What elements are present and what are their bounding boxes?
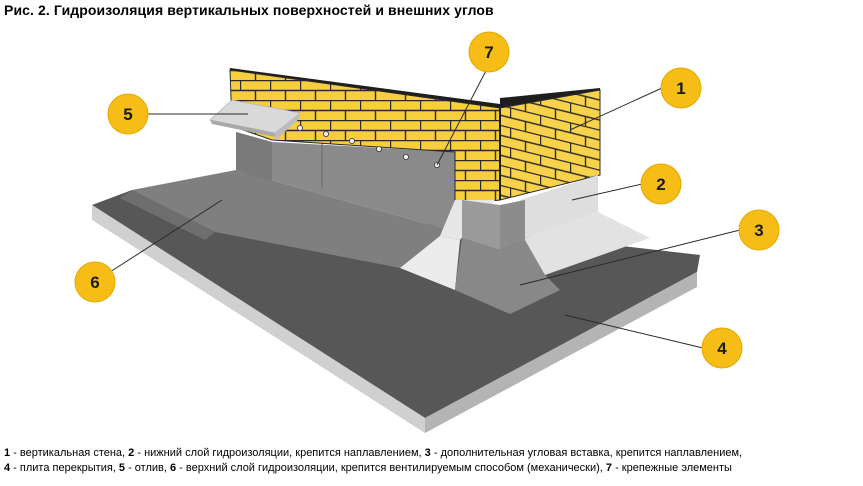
legend-item-6-num: 6 xyxy=(170,462,177,474)
callout-2: 2 xyxy=(640,163,682,205)
brick-wall-top xyxy=(230,68,600,112)
callout-1-label: 1 xyxy=(676,79,685,98)
leader-7 xyxy=(436,64,490,166)
legend-item-6-text: - верхний слой гидроизоляции, крепится в… xyxy=(176,462,606,474)
flashing-side xyxy=(275,113,300,140)
fastener xyxy=(322,130,329,137)
corner-insert-wall-left xyxy=(462,200,500,250)
leader-2 xyxy=(571,183,643,201)
callout-4: 4 xyxy=(701,327,743,369)
legend-item-2-text: - нижний слой гидроизоляции, крепится на… xyxy=(134,447,425,459)
upper-membrane xyxy=(120,130,455,268)
legend-line-2: 4 - плита перекрытия, 5 - отлив, 6 - вер… xyxy=(4,461,859,476)
fastener xyxy=(348,137,355,144)
leader-4 xyxy=(564,314,704,349)
fastener xyxy=(375,145,382,152)
slab-right-edge xyxy=(425,272,697,433)
corner-insert xyxy=(455,200,560,314)
legend-item-5-text: - отлив, xyxy=(125,462,170,474)
corner-insert-wall-right xyxy=(500,200,525,250)
legend-item-5-num: 5 xyxy=(118,462,126,474)
figure-title: Рис. 2. Гидроизоляция вертикальных повер… xyxy=(4,2,494,18)
fastener xyxy=(296,125,303,132)
callout-2-label: 2 xyxy=(656,175,665,194)
legend-item-4-text: - плита перекрытия, xyxy=(10,462,119,474)
legend-item-4-num: 4 xyxy=(4,462,11,474)
flashing-front xyxy=(210,120,275,137)
legend-item-1-text: - вертикальная стена, xyxy=(10,447,129,459)
callout-1: 1 xyxy=(660,67,702,109)
lower-membrane-left-floor xyxy=(400,236,460,290)
legend-item-2-num: 2 xyxy=(128,447,135,459)
leader-3 xyxy=(519,229,741,286)
lower-membrane-right xyxy=(520,175,598,240)
callout-7: 7 xyxy=(468,31,510,73)
callout-7-label: 7 xyxy=(484,43,493,62)
corner-insert-floor xyxy=(455,238,560,314)
lower-membrane-right-floor xyxy=(520,212,650,275)
fasteners xyxy=(296,125,440,168)
callout-3-label: 3 xyxy=(754,221,763,240)
brick-wall xyxy=(229,68,601,206)
legend: 1 - вертикальная стена, 2 - нижний слой … xyxy=(4,446,859,476)
legend-line-1: 1 - вертикальная стена, 2 - нижний слой … xyxy=(4,446,859,461)
legend-item-7-text: - крепежные элементы xyxy=(612,462,732,474)
upper-membrane-left-strip xyxy=(120,190,215,240)
callout-5-label: 5 xyxy=(123,105,132,124)
leader-1 xyxy=(569,87,663,131)
callout-6-label: 6 xyxy=(90,273,99,292)
leader-6 xyxy=(109,199,223,273)
slab-front-edge xyxy=(92,205,425,433)
callout-4-label: 4 xyxy=(717,339,727,358)
legend-item-1-num: 1 xyxy=(4,447,11,459)
leader-lines xyxy=(109,64,741,349)
callout-5: 5 xyxy=(107,93,149,135)
callout-3: 3 xyxy=(738,209,780,251)
legend-item-7-num: 7 xyxy=(605,462,613,474)
legend-item-3-num: 3 xyxy=(424,447,431,459)
legend-item-3-text: - дополнительная угловая вставка, крепит… xyxy=(430,447,743,459)
upper-membrane-wall-shade xyxy=(236,132,272,182)
upper-membrane-wall xyxy=(236,132,455,232)
callout-6: 6 xyxy=(74,261,116,303)
flashing xyxy=(209,99,301,140)
fastener xyxy=(402,153,409,160)
upper-membrane-floor xyxy=(132,170,455,268)
